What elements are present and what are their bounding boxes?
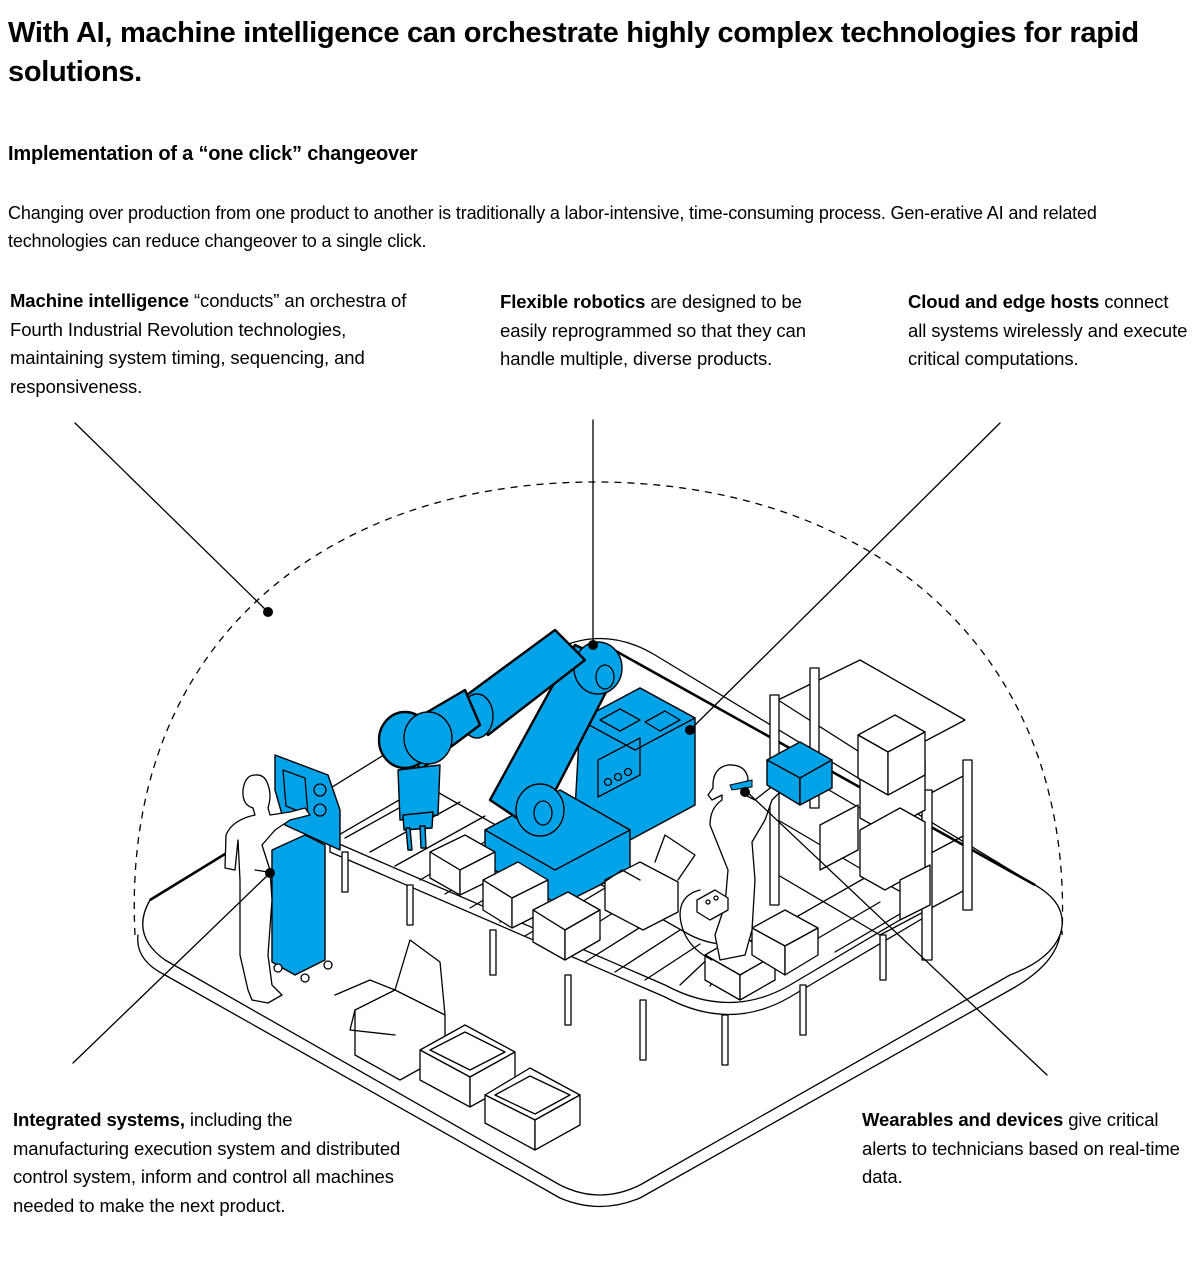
dashed-dome	[133, 481, 1064, 936]
callout-integrated-systems: Integrated systems, including the manufa…	[13, 1106, 413, 1220]
control-kiosk	[271, 754, 341, 983]
blue-box	[766, 741, 833, 806]
leader-cloud-edge	[689, 422, 1001, 731]
callout-integrated-systems-bold: Integrated systems,	[13, 1109, 185, 1130]
storage-shelf	[769, 659, 973, 961]
cardboard-boxes	[334, 834, 819, 1151]
section-subtitle: Implementation of a “one click” changeov…	[8, 143, 418, 165]
callout-machine-intelligence-bold: Machine intelligence	[10, 290, 189, 311]
callout-wearables: Wearables and devices give critical aler…	[862, 1106, 1182, 1192]
control-cabinet	[574, 687, 696, 841]
leader-lines	[72, 419, 1048, 1076]
tray-box	[484, 1067, 581, 1151]
robotic-arm	[377, 628, 631, 906]
tray-box	[419, 1024, 516, 1108]
callout-wearables-text: give critical alerts to technicians base…	[862, 1109, 1180, 1187]
box	[751, 909, 819, 976]
page-title: With AI, machine intelligence can orches…	[8, 17, 1139, 88]
intro-paragraph: Changing over production from one produc…	[8, 203, 1097, 251]
handheld-controller	[679, 889, 729, 961]
callout-flexible-robotics-text: are designed to be easily reprogrammed s…	[500, 291, 806, 369]
callout-cloud-edge: Cloud and edge hosts connect all systems…	[908, 288, 1188, 374]
open-box	[599, 834, 696, 931]
leader-wearables	[744, 789, 1048, 1076]
callout-flexible-robotics: Flexible robotics are designed to be eas…	[500, 288, 830, 374]
callout-cloud-edge-bold: Cloud and edge hosts	[908, 291, 1100, 312]
leader-machine-intelligence	[74, 422, 269, 613]
callout-cloud-edge-text: connect all systems wirelessly and execu…	[908, 291, 1188, 369]
box	[532, 891, 601, 961]
callout-flexible-robotics-bold: Flexible robotics	[500, 291, 646, 312]
callout-wearables-bold: Wearables and devices	[862, 1109, 1064, 1130]
callout-machine-intelligence-text: “conducts” an orchestra of Fourth Indust…	[10, 290, 407, 397]
box	[482, 861, 549, 929]
leader-integrated-systems	[72, 872, 271, 1064]
callout-machine-intelligence: Machine intelligence “conducts” an orche…	[10, 287, 430, 401]
callout-integrated-systems-text: including the manufacturing execution sy…	[13, 1109, 401, 1216]
box-on-shelf	[857, 714, 926, 796]
